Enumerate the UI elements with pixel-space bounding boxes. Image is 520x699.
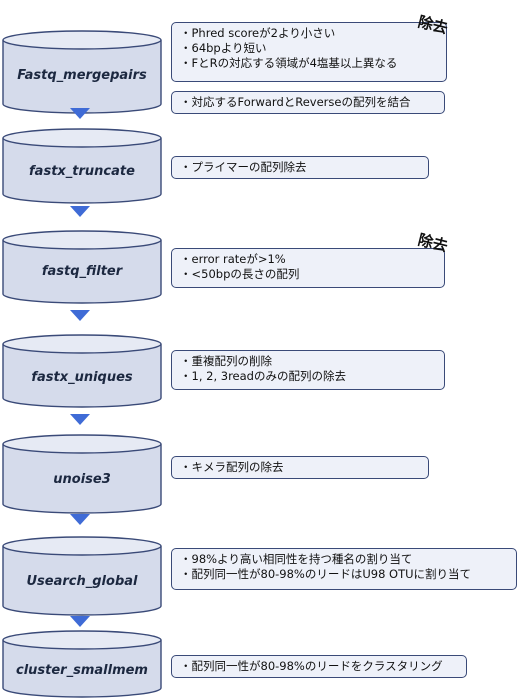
note-line: ・1, 2, 3readのみの配列の除去	[180, 369, 346, 383]
note-line: ・対応するForwardとReverseの配列を結合	[180, 95, 411, 109]
flow-arrow	[70, 514, 90, 525]
step-label: Fastq_mergepairs	[17, 68, 147, 83]
cylinder-fastx-truncate: fastx_truncate	[2, 128, 162, 204]
step-label: Usearch_global	[26, 574, 138, 589]
flow-arrow	[70, 616, 90, 627]
cylinder-fastx-uniques: fastx_uniques	[2, 334, 162, 408]
primer-note: ・プライマーの配列除去	[171, 156, 429, 179]
uniques-note: ・重複配列の削除 ・1, 2, 3readのみの配列の除去	[171, 350, 445, 390]
cylinder-usearch-global: Usearch_global	[2, 536, 162, 616]
step-fastq-mergepairs: Fastq_mergepairs ・Phred scoreが2より小さい ・64…	[0, 13, 520, 114]
cylinder-cluster-smallmem: cluster_smallmem	[2, 630, 162, 698]
step-fastx-uniques: fastx_uniques ・重複配列の削除 ・1, 2, 3readのみの配列…	[0, 334, 520, 408]
flow-arrow	[70, 310, 90, 321]
flow-arrow	[70, 414, 90, 425]
note-line: ・重複配列の削除	[180, 354, 272, 368]
step-cluster-smallmem: cluster_smallmem ・配列同一性が80-98%のリードをクラスタリ…	[0, 630, 520, 698]
note-line: ・Phred scoreが2より小さい	[180, 26, 336, 40]
note-line: ・FとRの対応する領域が4塩基以上異なる	[180, 56, 398, 70]
step-label: cluster_smallmem	[16, 663, 148, 678]
step-fastq-filter: fastq_filter ・error rateが>1% ・<50bpの長さの配…	[0, 230, 520, 304]
cylinder-fastq-mergepairs: Fastq_mergepairs	[2, 30, 162, 114]
step-unoise3: unoise3 ・キメラ配列の除去	[0, 434, 520, 514]
chimera-note: ・キメラ配列の除去	[171, 456, 429, 479]
step-label: fastq_filter	[41, 264, 123, 279]
assignment-note: ・98%より高い相同性を持つ種名の割り当て ・配列同一性が80-98%のリードは…	[171, 548, 517, 590]
note-line: ・64bpより短い	[180, 41, 267, 55]
note-line: ・キメラ配列の除去	[180, 460, 284, 474]
filter-note: ・error rateが>1% ・<50bpの長さの配列	[171, 248, 445, 288]
step-label: fastx_uniques	[31, 370, 133, 385]
cylinder-unoise3: unoise3	[2, 434, 162, 514]
merge-note: ・対応するForwardとReverseの配列を結合	[171, 91, 445, 114]
step-label: unoise3	[53, 472, 111, 487]
note-line: ・プライマーの配列除去	[180, 160, 307, 174]
flow-arrow	[70, 108, 90, 119]
note-line: ・error rateが>1%	[180, 252, 286, 266]
note-line: ・<50bpの長さの配列	[180, 267, 300, 281]
note-line: ・98%より高い相同性を持つ種名の割り当て	[180, 552, 413, 566]
step-usearch-global: Usearch_global ・98%より高い相同性を持つ種名の割り当て ・配列…	[0, 536, 520, 616]
note-line: ・配列同一性が80-98%のリードはU98 OTUに割り当て	[180, 567, 472, 581]
flow-arrow	[70, 206, 90, 217]
clustering-note: ・配列同一性が80-98%のリードをクラスタリング	[171, 655, 467, 678]
step-fastx-truncate: fastx_truncate ・プライマーの配列除去	[0, 128, 520, 204]
criteria-note-mergepairs: ・Phred scoreが2より小さい ・64bpより短い ・FとRの対応する領…	[171, 22, 447, 82]
cylinder-fastq-filter: fastq_filter	[2, 230, 162, 304]
step-label: fastx_truncate	[29, 164, 135, 179]
note-line: ・配列同一性が80-98%のリードをクラスタリング	[180, 659, 443, 673]
